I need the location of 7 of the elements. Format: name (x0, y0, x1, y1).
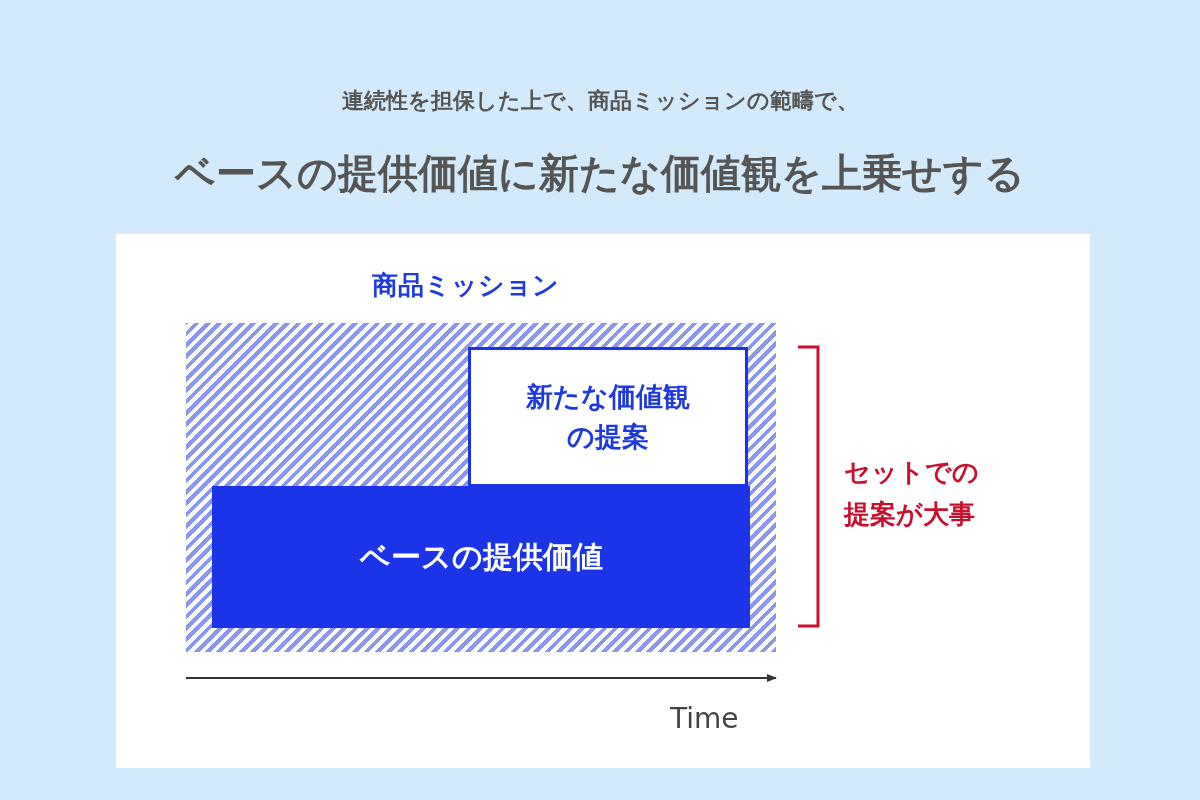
base-value-box: ベースの提供価値 (212, 486, 750, 628)
group-heading: 商品ミッション (372, 269, 559, 302)
subtitle: 連続性を担保した上で、商品ミッションの範疇で、 (341, 87, 859, 115)
bracket-note: セットでの提案が大事 (844, 456, 980, 531)
axis-label: Time (670, 702, 739, 735)
title: ベースの提供価値に新たな価値観を上乗せする (175, 149, 1025, 198)
proposal-box: 新たな価値観の提案 (468, 347, 748, 487)
